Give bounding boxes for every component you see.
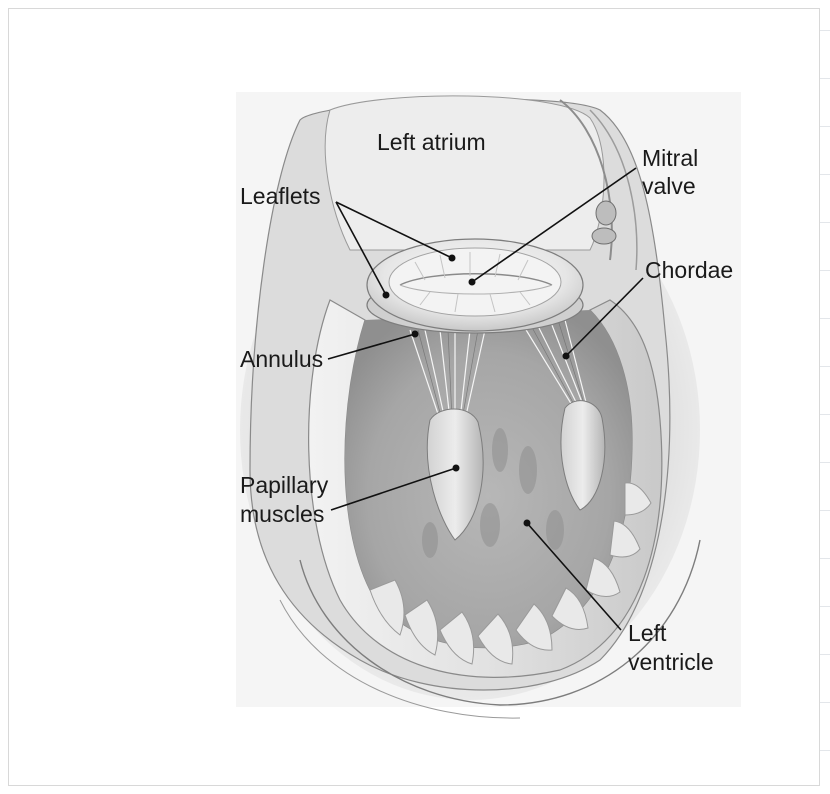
label-chordae: Chordae [645,257,733,283]
label-papillary-line2: muscles [240,501,324,527]
label-left-atrium: Left atrium [377,129,486,155]
label-left-ventricle-line1: Left [628,620,667,646]
label-annulus: Annulus [240,346,323,372]
label-mitral-valve-line2: valve [642,173,696,199]
label-papillary-line1: Papillary [240,472,329,498]
right-edge-strip [820,8,830,786]
label-leaflets: Leaflets [240,183,321,209]
label-mitral-valve-line1: Mitral [642,145,698,171]
label-left-ventricle-line2: ventricle [628,649,714,675]
